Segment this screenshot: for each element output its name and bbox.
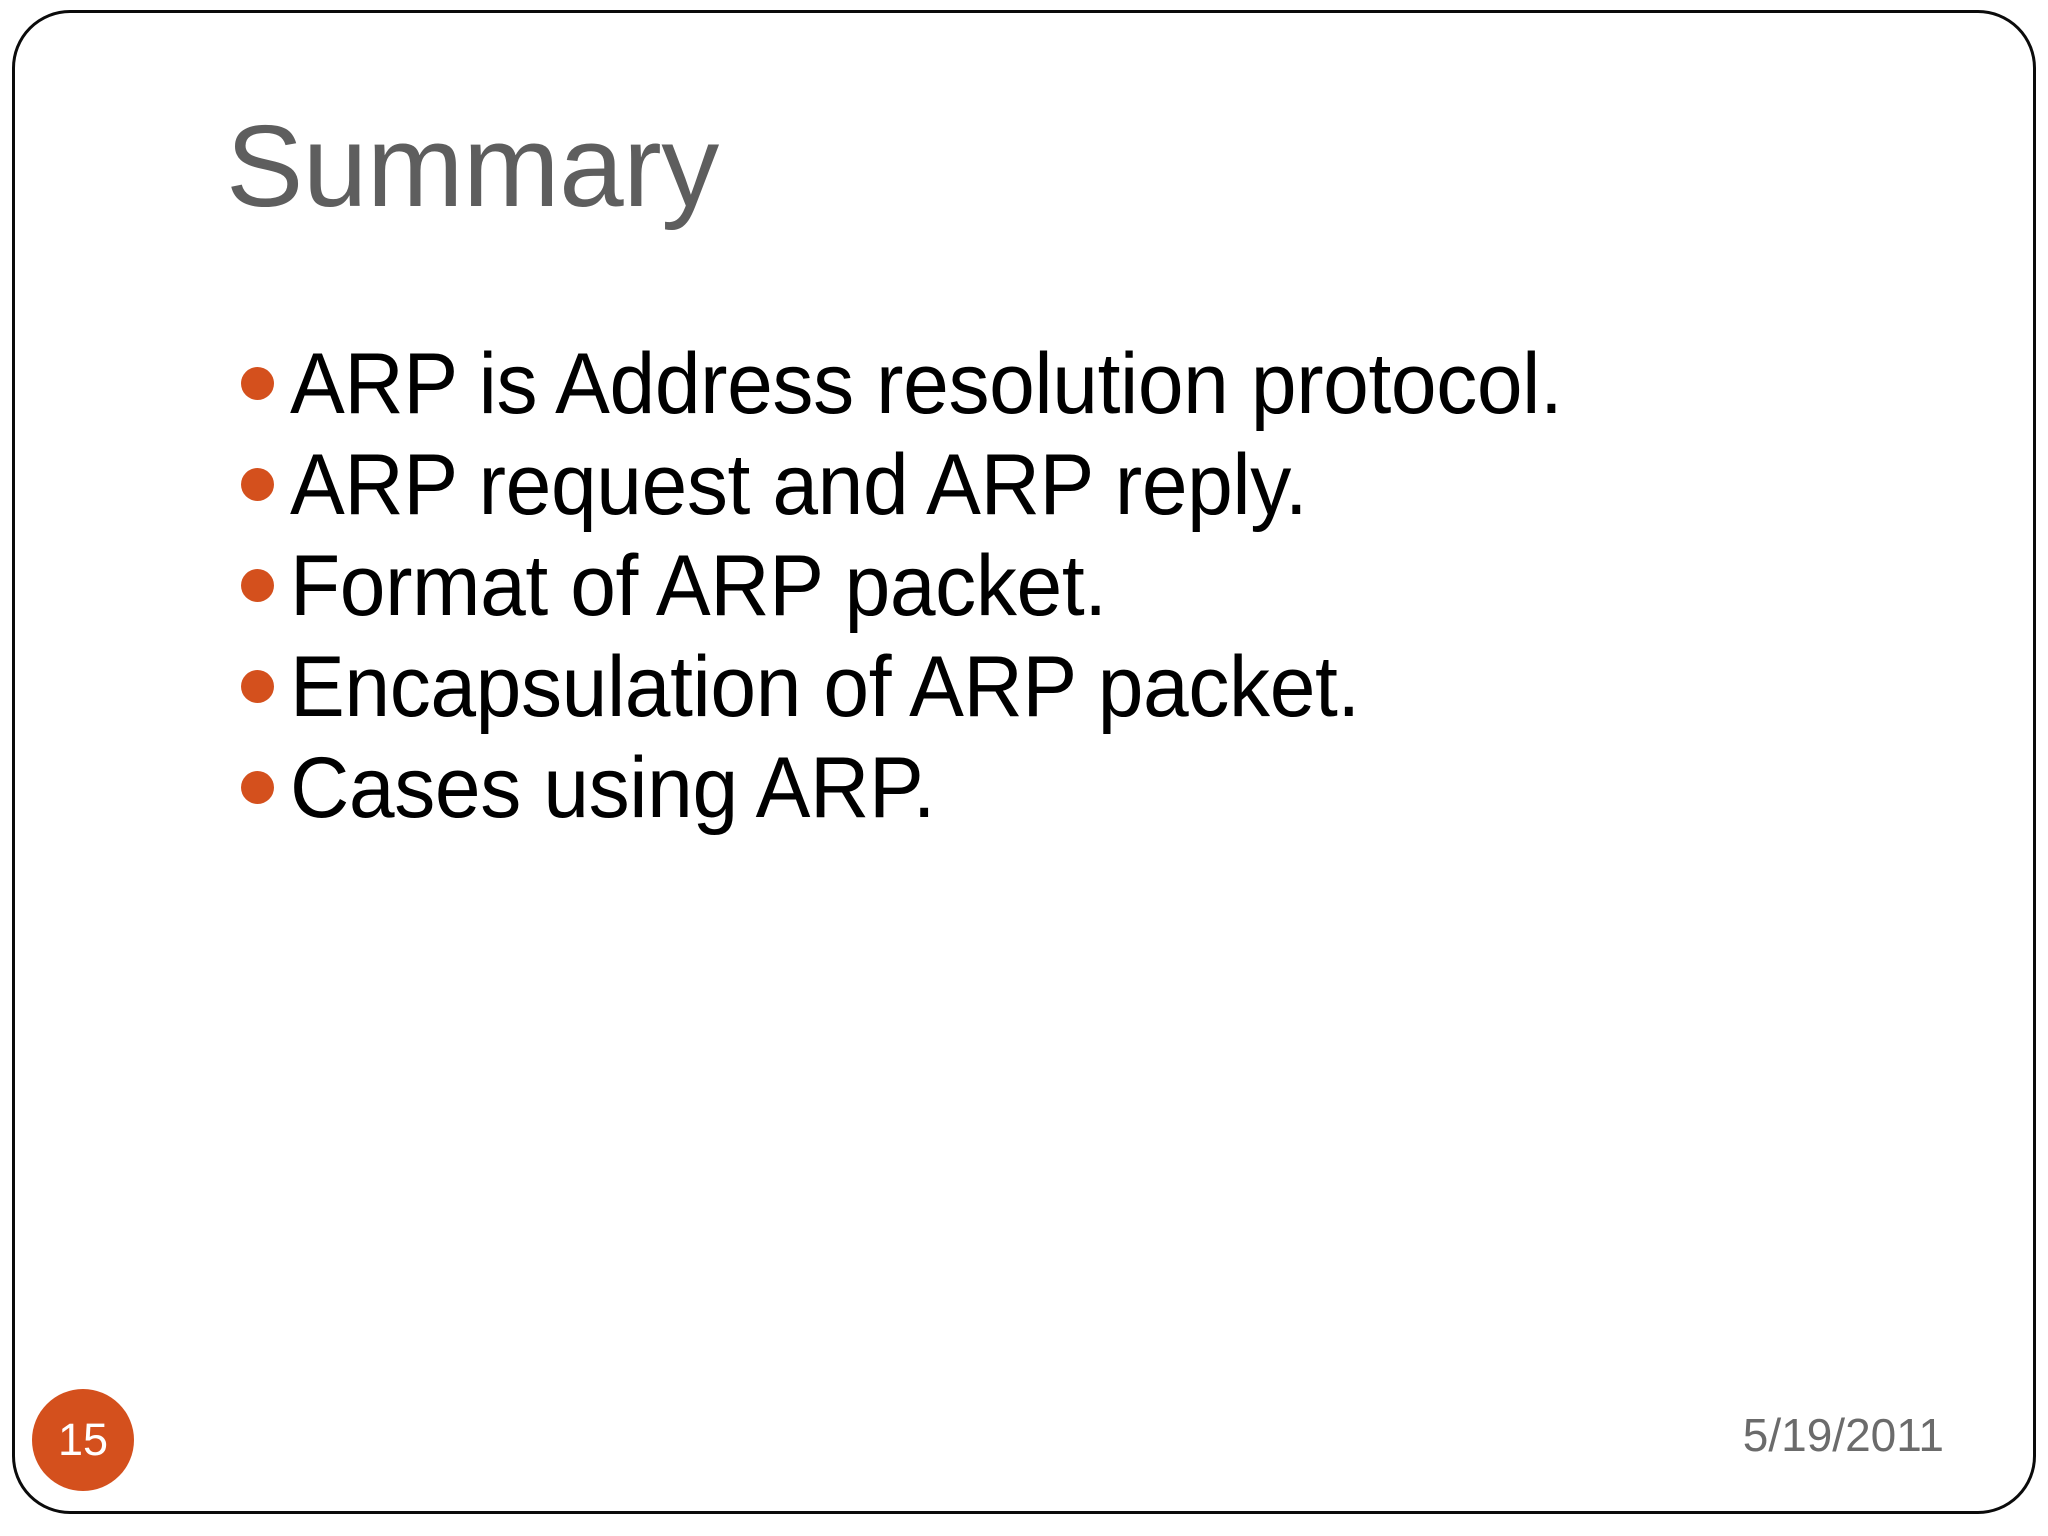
bullet-dot-icon xyxy=(241,467,274,501)
bullet-dot-icon xyxy=(241,366,274,400)
page-number-label: 15 xyxy=(57,1413,109,1465)
list-item: Cases using ARP. xyxy=(228,737,1948,838)
list-item: ARP request and ARP reply. xyxy=(228,434,1948,535)
bullet-item-label: Encapsulation of ARP packet. xyxy=(290,638,1360,735)
slide-date-label: 5/19/2011 xyxy=(1742,1409,1944,1461)
bullet-list: ARP is Address resolution protocol. ARP … xyxy=(228,333,1948,838)
bullet-dot-icon xyxy=(241,568,274,602)
bullet-item-label: ARP request and ARP reply. xyxy=(290,436,1308,533)
bullet-item-label: Format of ARP packet. xyxy=(290,537,1107,634)
list-item: ARP is Address resolution protocol. xyxy=(228,333,1948,434)
page-title: Summary xyxy=(226,101,719,231)
list-item: Encapsulation of ARP packet. xyxy=(228,636,1948,737)
bullet-dot-icon xyxy=(241,669,274,703)
bullet-item-label: Cases using ARP. xyxy=(290,739,936,836)
list-item: Format of ARP packet. xyxy=(228,535,1948,636)
page-number-badge: 15 xyxy=(32,1389,134,1491)
bullet-dot-icon xyxy=(241,770,274,804)
bullet-item-label: ARP is Address resolution protocol. xyxy=(290,335,1563,432)
